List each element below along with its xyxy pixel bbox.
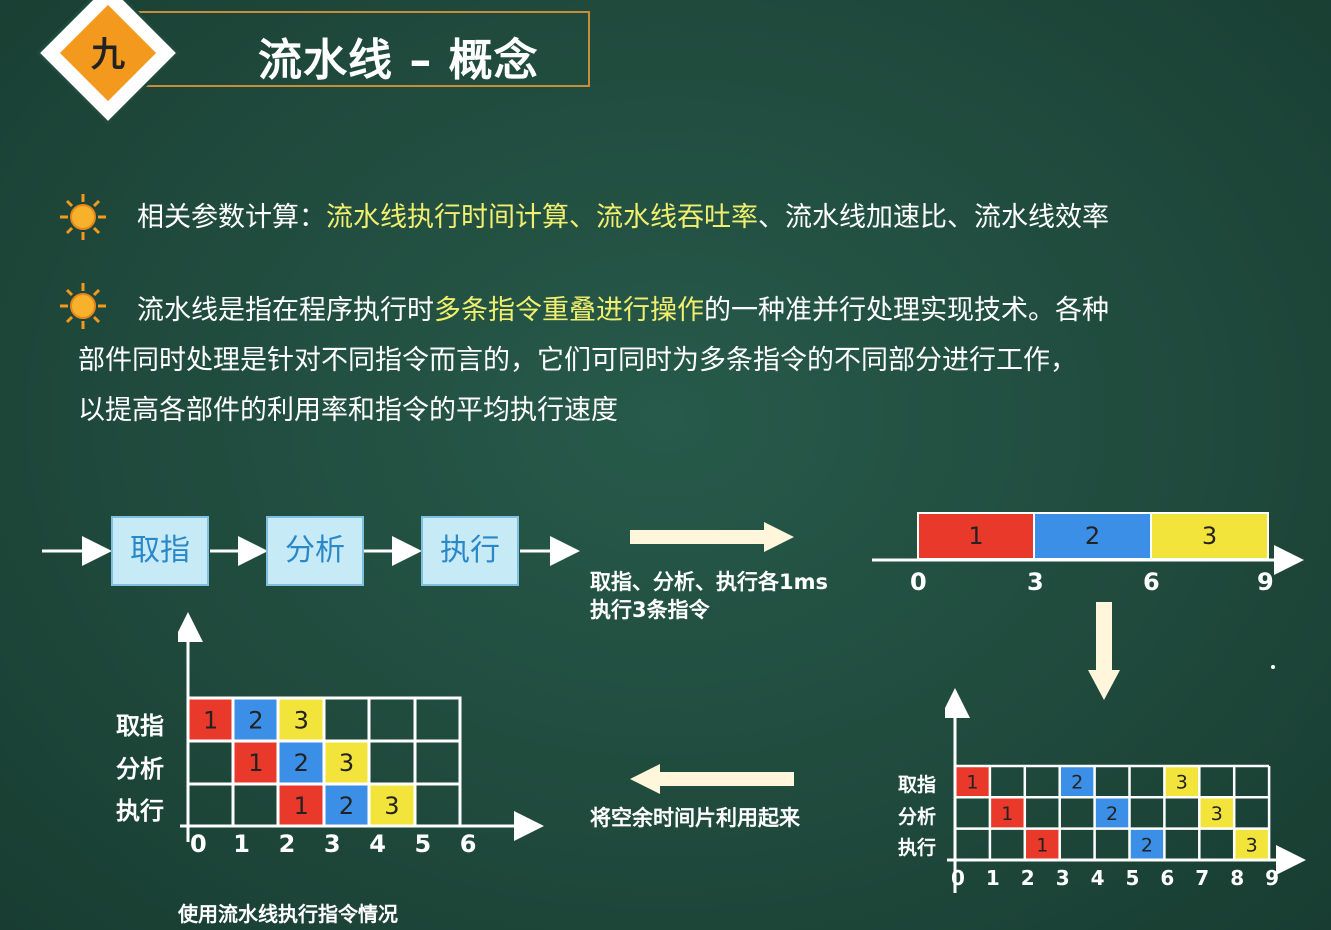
reuse-caption: 将空余时间片利用起来 <box>590 806 800 830</box>
seq-segment-1: 1 <box>968 522 984 550</box>
sc-cell-label: 3 <box>1211 803 1223 825</box>
seq-tick: 0 <box>910 568 927 596</box>
pc-row-label: 执行 <box>116 797 164 825</box>
bullet-definition-line3: 以提高各部件的利用率和指令的平均执行速度 <box>78 395 618 426</box>
section-number: 九 <box>91 35 125 75</box>
pc-tick: 6 <box>459 830 477 858</box>
pc-cell-1 <box>233 740 279 784</box>
arrow-down-icon <box>1088 602 1120 700</box>
sc-tick: 9 <box>1265 866 1280 890</box>
sequential-timeline <box>872 512 1304 575</box>
pc-cell-3 <box>323 740 370 784</box>
sc-row-label: 执行 <box>898 837 937 859</box>
pc-tick: 3 <box>323 830 341 858</box>
bullet-params: 相关参数计算：流水线执行时间计算、流水线吞吐率、流水线加速比、流水线效率 <box>137 193 1109 243</box>
sc-cell-1 <box>989 797 1025 829</box>
pc-cell-label: 1 <box>294 792 309 820</box>
seq-segment-3: 3 <box>1201 522 1218 550</box>
pc-cell-3 <box>369 783 415 827</box>
pc-tick: 0 <box>190 830 207 858</box>
flow-caption-line1: 取指、分析、执行各1ms <box>590 570 828 594</box>
seq-tick: 9 <box>1257 568 1274 596</box>
bullet-params-highlight: 流水线执行时间计算、流水线吞吐率 <box>326 202 758 233</box>
sc-tick: 1 <box>985 866 1000 890</box>
sc-cell-2 <box>1094 797 1130 829</box>
pc-cell-label: 1 <box>203 706 218 734</box>
definition-pre: 流水线是指在程序执行时 <box>137 295 434 326</box>
pc-cell-label: 1 <box>248 749 263 777</box>
stage-analyze: 分析 <box>266 516 364 586</box>
sc-tick: 7 <box>1195 866 1210 890</box>
seq-tick: 3 <box>1027 568 1044 596</box>
pc-cell-2 <box>233 698 279 741</box>
pc-tick: 5 <box>414 830 432 858</box>
sc-cell-label: 1 <box>1001 803 1013 825</box>
sc-cell-3 <box>1199 797 1235 829</box>
sc-cell-1 <box>1024 828 1060 860</box>
sc-cell-label: 3 <box>1176 772 1188 794</box>
pc-tick: 4 <box>369 830 386 858</box>
sun-icon <box>60 194 106 240</box>
page-title: 流水线 – 概念 <box>258 35 539 86</box>
sc-row-label: 分析 <box>898 806 937 828</box>
sun-icon <box>60 283 106 329</box>
flow-caption-line2: 执行3条指令 <box>590 598 710 622</box>
sc-cell-3 <box>1234 828 1270 860</box>
arrow-right-icon <box>630 522 794 552</box>
pc-tick: 2 <box>278 830 296 858</box>
pc-cell-2 <box>278 740 324 784</box>
pc-cell-label: 3 <box>339 749 354 777</box>
seq-tick: 6 <box>1143 568 1160 596</box>
pc-cell-label: 2 <box>248 706 263 734</box>
sc-cell-3 <box>1164 766 1200 798</box>
sc-cell-2 <box>1129 828 1165 860</box>
stage-fetch: 取指 <box>111 516 209 586</box>
bullet-definition-line2: 部件同时处理是针对不同指令而言的，它们可同时为多条指令的不同部分进行工作， <box>78 345 1077 376</box>
pc-cell-2 <box>323 783 370 827</box>
sc-cell-label: 2 <box>1106 803 1118 825</box>
definition-post: 的一种准并行处理实现技术。各种 <box>704 295 1109 326</box>
pipeline-caption: 使用流水线执行指令情况 <box>178 902 398 926</box>
definition-highlight: 多条指令重叠进行操作 <box>434 295 704 326</box>
pc-cell-1 <box>188 698 234 741</box>
sc-tick: 2 <box>1020 866 1035 890</box>
sc-cell-label: 2 <box>1071 772 1083 794</box>
pc-cell-3 <box>278 698 324 741</box>
sc-cell-label: 3 <box>1246 834 1258 856</box>
bullet-params-lead: 相关参数计算： <box>137 202 326 233</box>
stage-execute: 执行 <box>421 516 519 586</box>
sc-tick: 3 <box>1055 866 1070 890</box>
pc-tick: 1 <box>233 830 250 858</box>
sc-cell-label: 2 <box>1141 834 1153 856</box>
pc-cell-label: 3 <box>294 706 309 734</box>
bullet-params-tail: 、流水线加速比、流水线效率 <box>758 202 1109 233</box>
sc-cell-label: 1 <box>966 772 978 794</box>
pc-cell-1 <box>278 783 324 827</box>
pc-cell-label: 3 <box>384 792 399 820</box>
sc-tick: 6 <box>1160 866 1175 890</box>
pc-cell-label: 2 <box>294 749 309 777</box>
sc-tick: 8 <box>1230 866 1245 890</box>
sc-tick: 0 <box>951 866 965 890</box>
stray-dot <box>1271 665 1275 669</box>
sc-cell-2 <box>1059 766 1095 798</box>
bullet-definition-line1: 流水线是指在程序执行时多条指令重叠进行操作的一种准并行处理实现技术。各种 <box>137 286 1109 336</box>
arrow-left-icon <box>630 764 794 794</box>
pc-cell-label: 2 <box>339 792 354 820</box>
flow-arrows <box>42 536 580 566</box>
sc-cell-1 <box>955 766 990 798</box>
pipeline-chart: 1 2 3 1 2 3 1 2 3 <box>178 612 544 842</box>
sc-row-label: 取指 <box>898 774 937 796</box>
pc-row-label: 分析 <box>116 755 164 783</box>
seq-segment-2: 2 <box>1084 522 1101 550</box>
sc-tick: 5 <box>1125 866 1140 890</box>
sc-tick: 4 <box>1090 866 1105 890</box>
pc-row-label: 取指 <box>116 712 164 740</box>
sc-cell-label: 1 <box>1036 834 1048 856</box>
